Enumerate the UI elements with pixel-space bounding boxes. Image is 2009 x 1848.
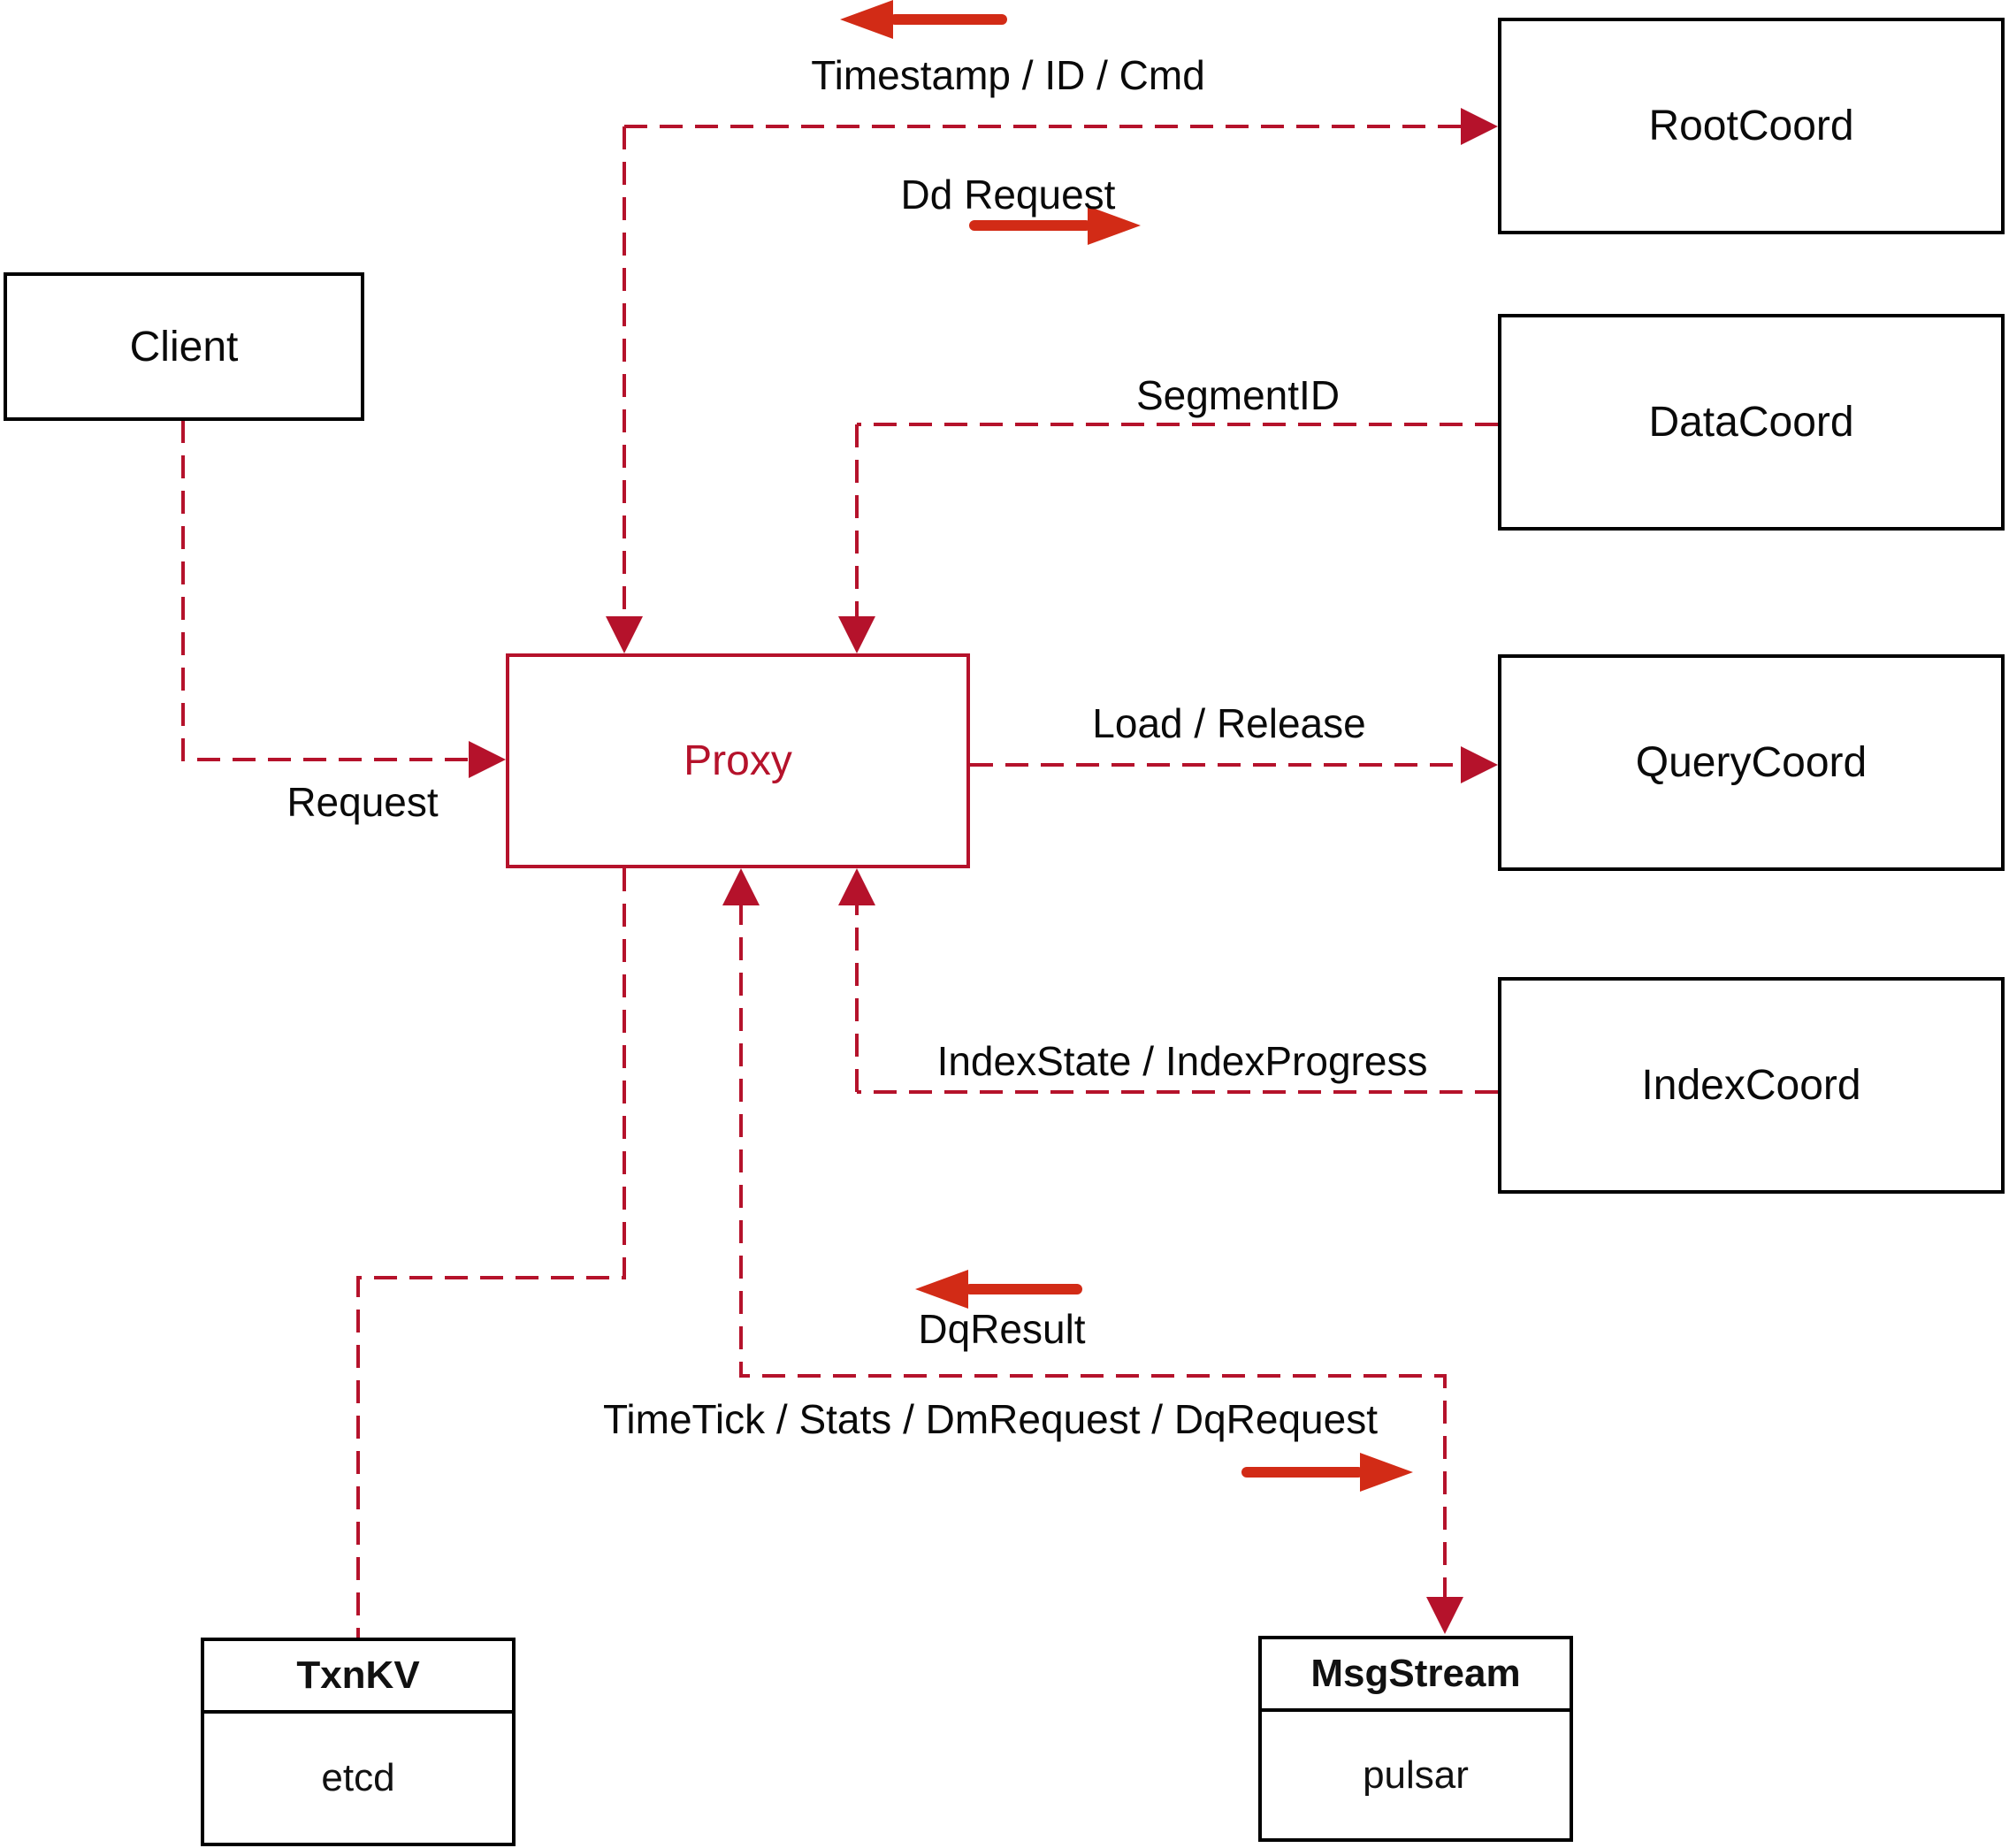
- node-msgstream: MsgStream pulsar: [1258, 1636, 1573, 1842]
- node-rootcoord: RootCoord: [1498, 18, 2005, 234]
- arrowhead-into-querycoord: [1461, 746, 1498, 783]
- node-rootcoord-label: RootCoord: [1648, 103, 1854, 149]
- solid-arrow-timestamp-left-head: [840, 0, 893, 39]
- node-client-label: Client: [129, 323, 239, 370]
- solid-arrow-ddrequest-right-head: [1088, 206, 1141, 245]
- node-indexcoord-label: IndexCoord: [1641, 1062, 1861, 1109]
- edge-label-dd-request: Dd Request: [900, 172, 1116, 218]
- edge-proxy-msgstream: [739, 902, 1447, 1600]
- node-querycoord-label: QueryCoord: [1635, 739, 1868, 786]
- node-txnkv: TxnKV etcd: [201, 1638, 516, 1846]
- node-datacoord-label: DataCoord: [1648, 399, 1854, 446]
- edge-label-timetick-stats: TimeTick / Stats / DmRequest / DqRequest: [603, 1396, 1378, 1442]
- arrowhead-into-proxy-bottom-right: [838, 868, 875, 905]
- solid-arrow-timetick-right-head: [1360, 1453, 1413, 1492]
- node-txnkv-title: TxnKV: [204, 1641, 512, 1714]
- edge-client-proxy: [181, 420, 472, 761]
- arrowhead-into-rootcoord: [1461, 108, 1498, 145]
- solid-arrow-dqresult-left-head: [915, 1270, 968, 1309]
- node-proxy-label: Proxy: [684, 737, 792, 784]
- edge-label-index-state-progress: IndexState / IndexProgress: [936, 1038, 1428, 1084]
- edge-proxy-txnkv: [356, 868, 626, 1638]
- edge-label-load-release: Load / Release: [1092, 700, 1366, 746]
- node-msgstream-subtitle: pulsar: [1363, 1753, 1469, 1797]
- arrowhead-into-proxy-top-right: [838, 616, 875, 653]
- arrowhead-into-proxy-bottom-mid: [722, 868, 760, 905]
- arrowhead-into-msgstream: [1426, 1597, 1463, 1634]
- node-querycoord: QueryCoord: [1498, 654, 2005, 871]
- arrowhead-into-proxy-top-left: [606, 616, 643, 653]
- edge-label-request: Request: [286, 779, 439, 825]
- node-msgstream-title: MsgStream: [1262, 1639, 1570, 1712]
- node-txnkv-subtitle: etcd: [321, 1756, 395, 1799]
- edge-label-segment-id: SegmentID: [1135, 372, 1341, 418]
- node-datacoord: DataCoord: [1498, 314, 2005, 531]
- edge-label-dq-result: DqResult: [918, 1306, 1086, 1352]
- node-indexcoord: IndexCoord: [1498, 977, 2005, 1194]
- edge-label-timestamp-id-cmd: Timestamp / ID / Cmd: [811, 52, 1205, 98]
- arrowhead-into-proxy-left: [469, 741, 506, 778]
- node-proxy: Proxy: [506, 653, 970, 868]
- node-client: Client: [4, 272, 364, 421]
